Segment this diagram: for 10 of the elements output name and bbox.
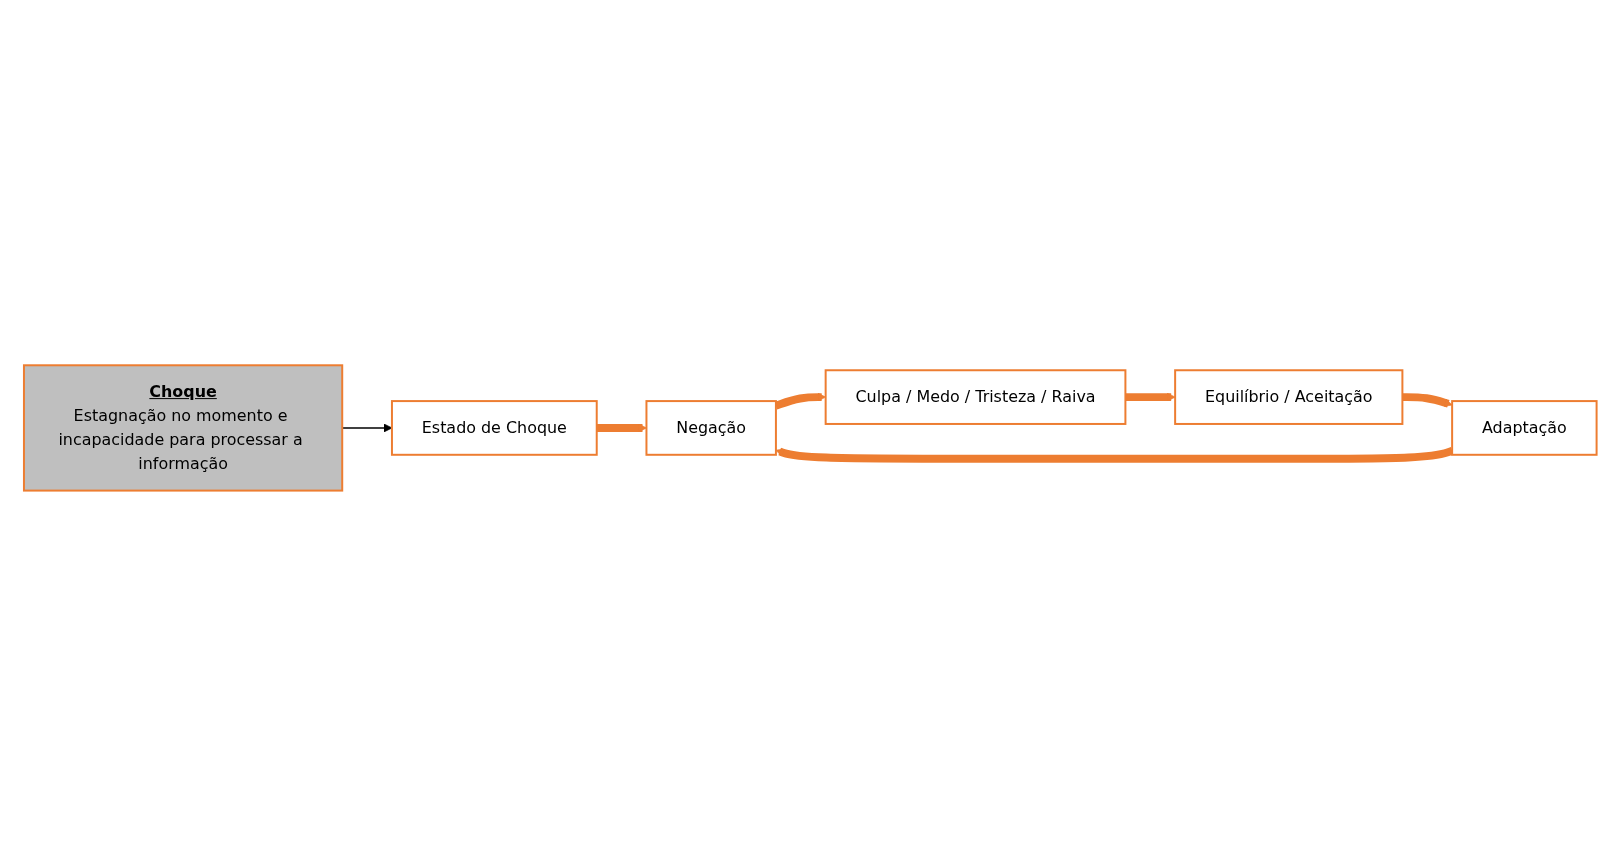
node-box: Estado de Choque: [391, 399, 598, 456]
node-box: Culpa / Medo / Tristeza / Raiva: [824, 368, 1127, 425]
node-box: Negação: [645, 399, 778, 456]
arrow: [1402, 392, 1453, 408]
node-box: Adaptação: [1451, 399, 1598, 456]
node-box: Choque Estagnação no momento e incapacidade para processar a informação: [23, 363, 344, 492]
node-box: Equilíbrio / Aceitação: [1174, 368, 1404, 425]
arrow: [596, 423, 648, 432]
arrow: [1125, 392, 1176, 402]
arrow: [775, 446, 1454, 463]
